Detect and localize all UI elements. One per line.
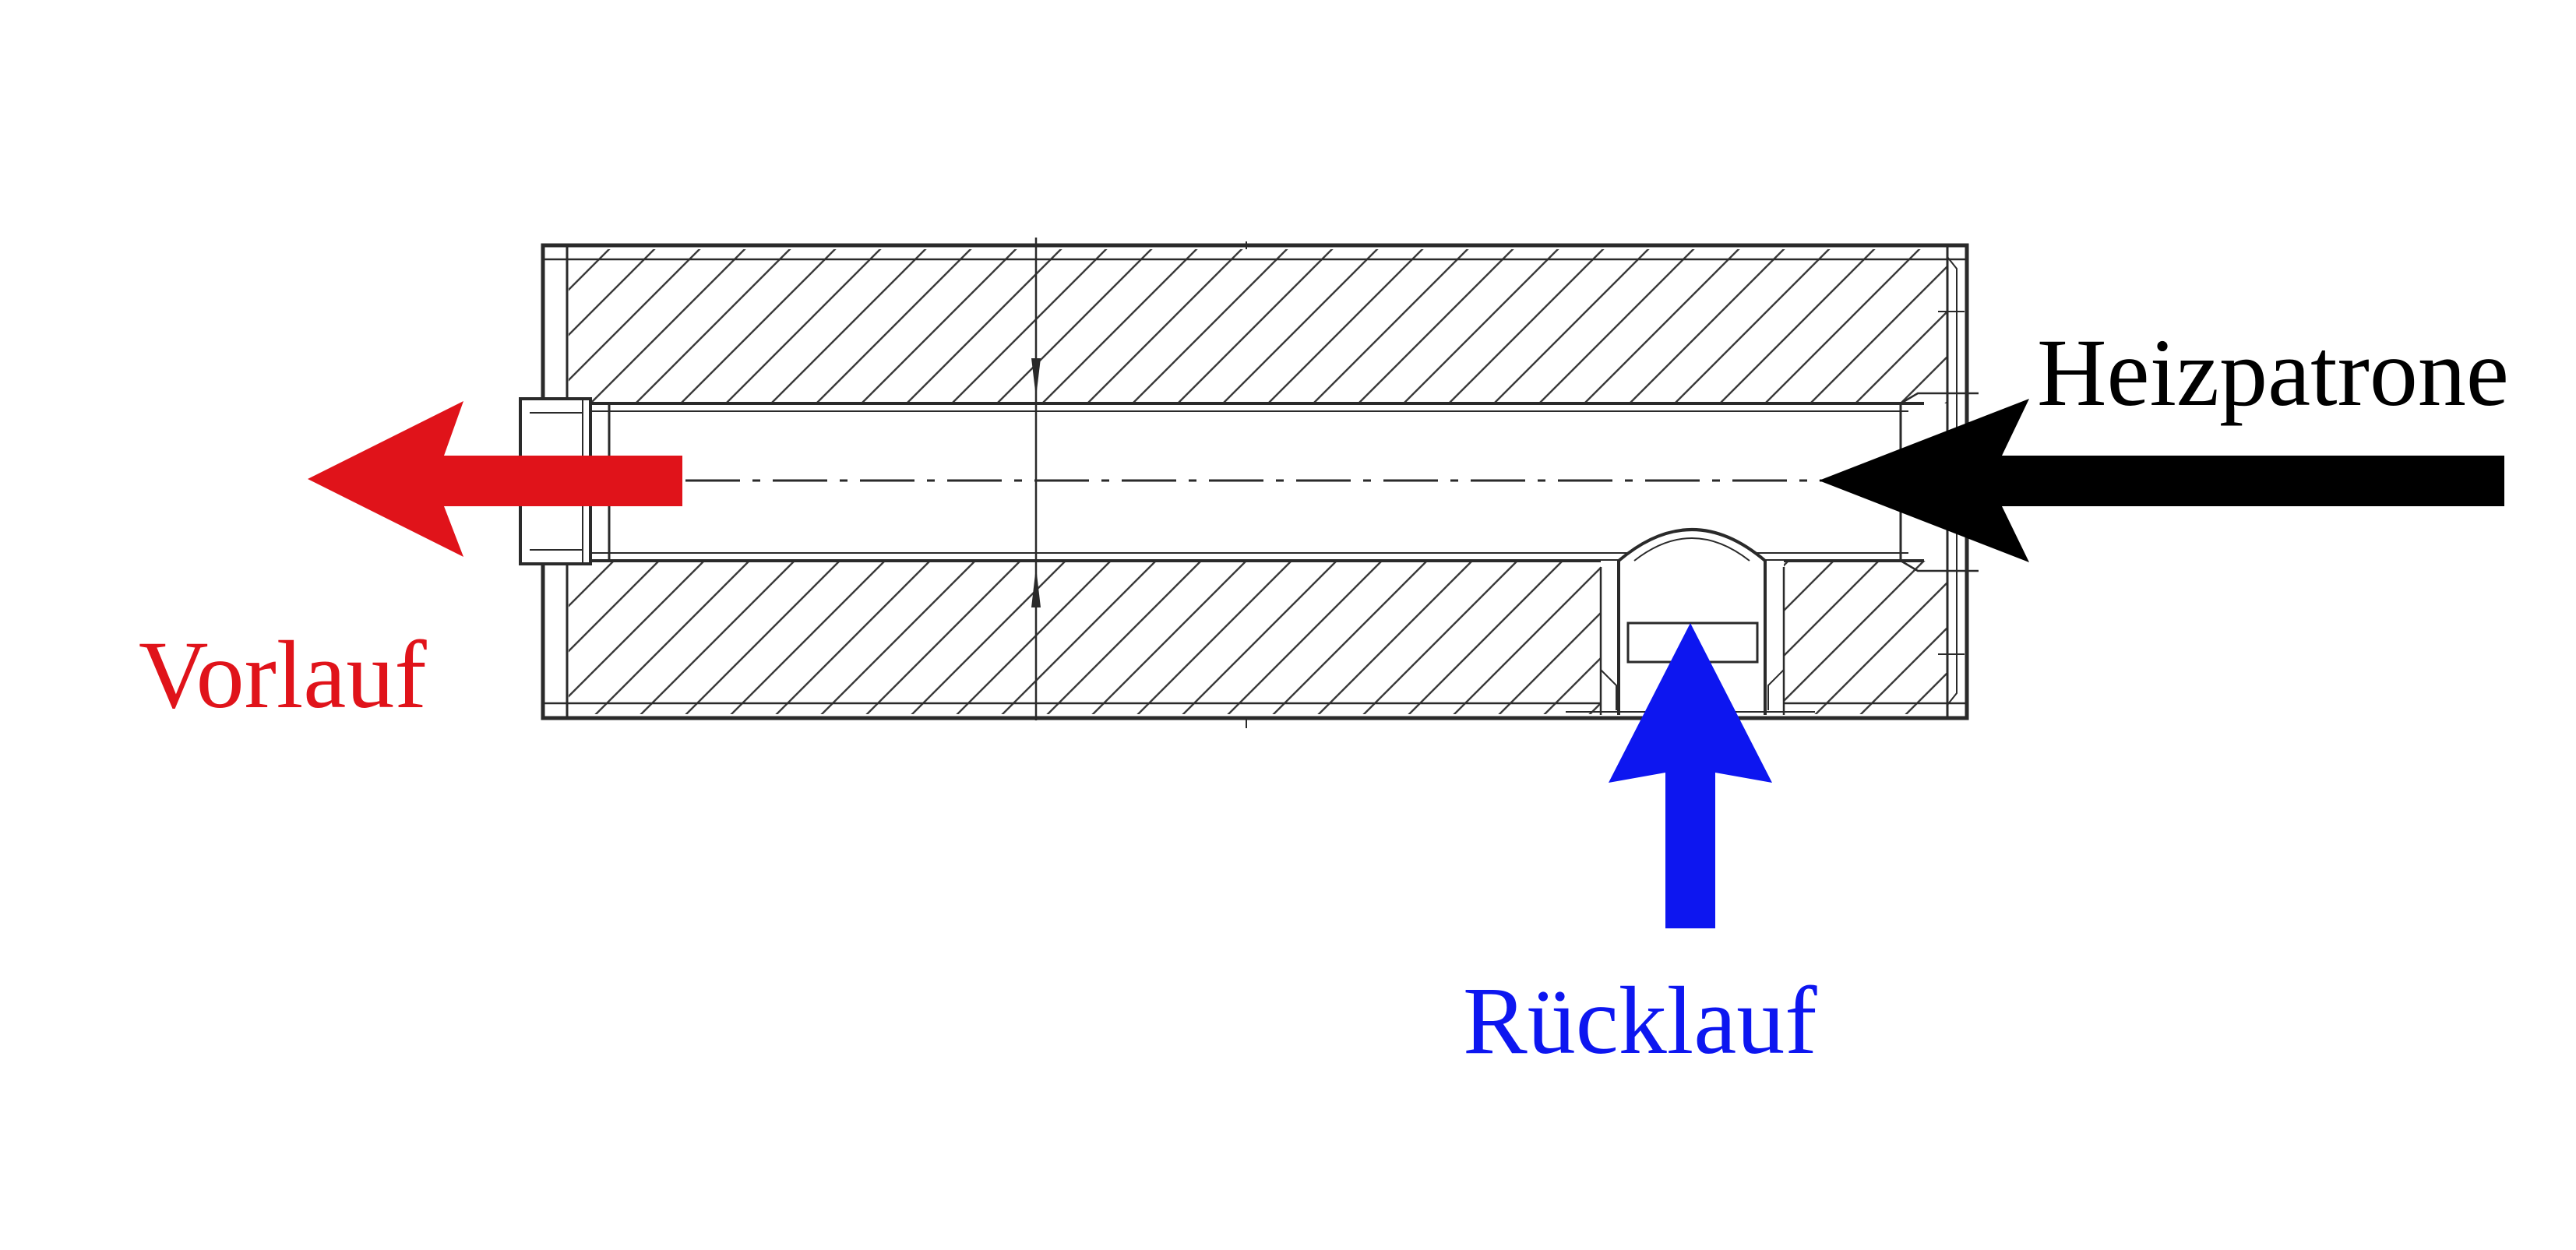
heater-arrow bbox=[1819, 399, 2504, 562]
outlet-arrow bbox=[308, 401, 682, 557]
outlet-label: Vorlauf bbox=[139, 621, 427, 728]
lower-wall-hatch-left bbox=[569, 561, 1601, 714]
heater-label: Heizpatrone bbox=[2037, 319, 2509, 426]
return-label: Rücklauf bbox=[1463, 967, 1817, 1074]
return-arrow bbox=[1609, 623, 1772, 928]
upper-wall-hatch bbox=[569, 249, 1947, 403]
lower-wall-hatch-right bbox=[1784, 561, 1947, 714]
housing-body bbox=[519, 238, 1979, 728]
